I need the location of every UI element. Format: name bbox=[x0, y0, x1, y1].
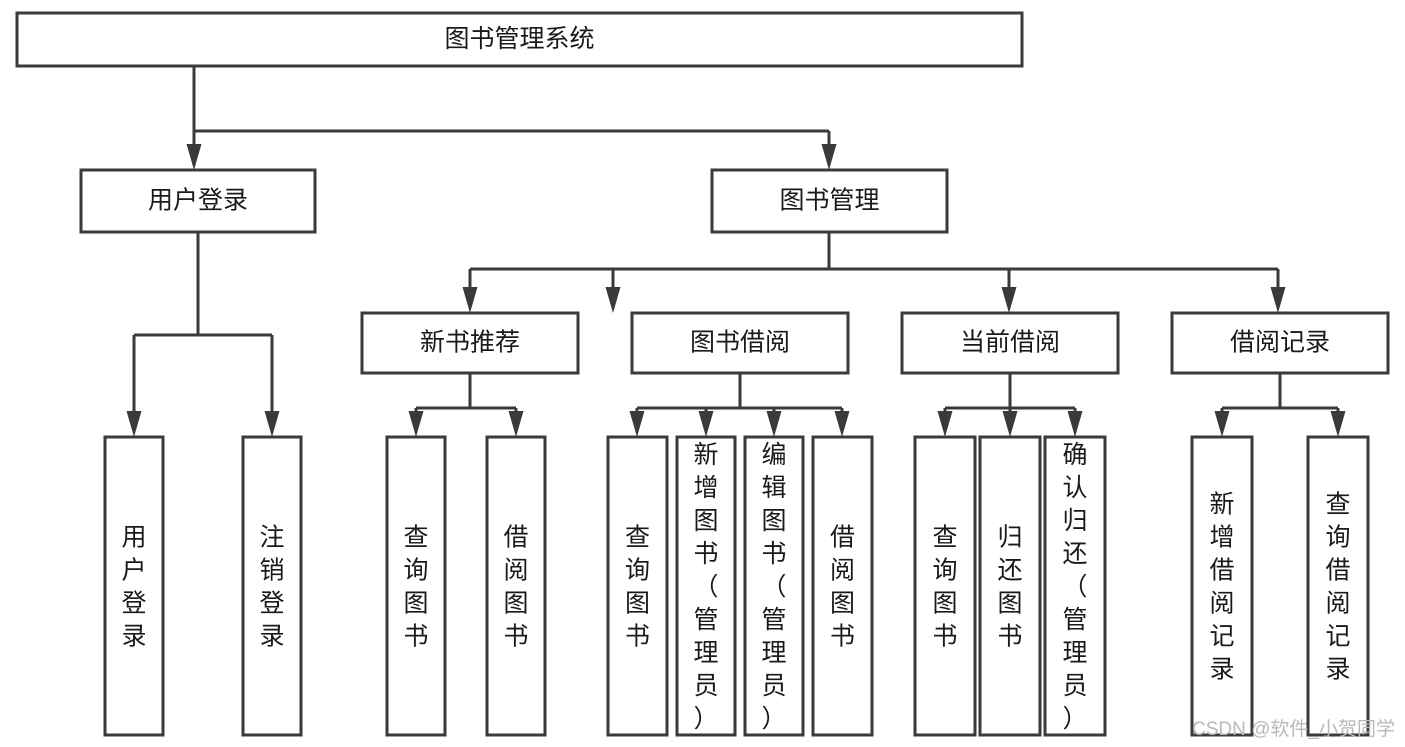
login-to-leaf-0-head bbox=[126, 411, 142, 437]
node-leaf-11-新增借阅记录-label: 新增借阅记录 bbox=[1209, 491, 1234, 684]
node-leaf-1-注销登录[interactable]: 注销登录 bbox=[241, 435, 303, 737]
root-to-level1-1-head bbox=[821, 144, 837, 170]
node-level2-1-图书借阅[interactable]: 图书借阅 bbox=[630, 311, 850, 375]
node-root-图书管理系统-label: 图书管理系统 bbox=[444, 25, 594, 53]
node-leaf-0-用户登录[interactable]: 用户登录 bbox=[103, 435, 165, 737]
node-leaf-9-归还图书-box[interactable] bbox=[978, 435, 1042, 737]
node-leaf-5-新增图书管理员-label: 新增图书（管理员） bbox=[693, 441, 718, 733]
group-0-to-leaf-1-head bbox=[508, 411, 524, 437]
node-leaf-5-新增图书管理员-box[interactable] bbox=[675, 435, 737, 737]
node-leaf-1-注销登录-label: 注销登录 bbox=[259, 524, 284, 651]
node-leaf-12-查询借阅记录[interactable]: 查询借阅记录 bbox=[1306, 435, 1370, 737]
node-level2-2-当前借阅-label: 当前借阅 bbox=[960, 329, 1060, 357]
node-level2-0-新书推荐-box[interactable] bbox=[360, 311, 580, 375]
node-level2-2-当前借阅-box[interactable] bbox=[900, 311, 1120, 375]
group-1-to-leaf-2-head bbox=[766, 411, 782, 437]
node-leaf-4-查询图书-label: 查询图书 bbox=[625, 524, 650, 651]
node-leaf-3-借阅图书-label: 借阅图书 bbox=[503, 524, 528, 651]
node-level1-1-图书管理-label: 图书管理 bbox=[779, 187, 879, 215]
group-1-to-leaf-0-head bbox=[629, 411, 645, 437]
node-leaf-5-新增图书管理员[interactable]: 新增图书（管理员） bbox=[675, 435, 737, 737]
node-level1-0-用户登录[interactable]: 用户登录 bbox=[79, 168, 317, 234]
connector-layer bbox=[126, 66, 1346, 437]
node-leaf-2-查询图书[interactable]: 查询图书 bbox=[385, 435, 447, 737]
node-root-图书管理系统-box[interactable] bbox=[15, 11, 1024, 68]
node-leaf-8-查询图书-box[interactable] bbox=[913, 435, 977, 737]
node-leaf-4-查询图书-box[interactable] bbox=[606, 435, 669, 737]
manage-to-level2-0-head bbox=[462, 287, 478, 313]
node-leaf-6-编辑图书管理员-box[interactable] bbox=[743, 435, 805, 737]
group-2-to-leaf-2-head bbox=[1067, 411, 1083, 437]
node-level2-1-图书借阅-label: 图书借阅 bbox=[690, 329, 790, 357]
node-leaf-11-新增借阅记录-box[interactable] bbox=[1190, 435, 1254, 737]
node-level1-0-用户登录-box[interactable] bbox=[79, 168, 317, 234]
node-leaf-6-编辑图书管理员[interactable]: 编辑图书（管理员） bbox=[743, 435, 805, 737]
node-leaf-7-借阅图书[interactable]: 借阅图书 bbox=[811, 435, 874, 737]
group-0-to-leaf-0-head bbox=[408, 411, 424, 437]
node-leaf-0-用户登录-label: 用户登录 bbox=[121, 524, 146, 651]
node-level2-3-借阅记录-box[interactable] bbox=[1170, 311, 1390, 375]
node-level1-0-用户登录-label: 用户登录 bbox=[148, 187, 248, 215]
node-leaf-8-查询图书[interactable]: 查询图书 bbox=[913, 435, 977, 737]
node-leaf-7-借阅图书-box[interactable] bbox=[811, 435, 874, 737]
node-leaf-0-用户登录-box[interactable] bbox=[103, 435, 165, 737]
node-leaf-7-借阅图书-label: 借阅图书 bbox=[830, 524, 855, 651]
node-level2-0-新书推荐[interactable]: 新书推荐 bbox=[360, 311, 580, 375]
group-1-to-leaf-1-head bbox=[698, 411, 714, 437]
node-level2-3-借阅记录-label: 借阅记录 bbox=[1230, 329, 1330, 357]
node-layer: 图书管理系统用户登录图书管理新书推荐图书借阅当前借阅借阅记录用户登录注销登录查询… bbox=[15, 11, 1390, 737]
group-1-to-leaf-3-head bbox=[834, 411, 850, 437]
node-leaf-10-确认归还管理员-box[interactable] bbox=[1043, 435, 1107, 737]
node-leaf-12-查询借阅记录-label: 查询借阅记录 bbox=[1325, 491, 1350, 684]
node-leaf-6-编辑图书管理员-label: 编辑图书（管理员） bbox=[761, 441, 786, 733]
node-leaf-8-查询图书-label: 查询图书 bbox=[932, 524, 957, 651]
group-3-to-leaf-1-head bbox=[1330, 411, 1346, 437]
group-2-to-leaf-0-head bbox=[937, 411, 953, 437]
node-leaf-2-查询图书-label: 查询图书 bbox=[403, 524, 428, 651]
node-root-图书管理系统[interactable]: 图书管理系统 bbox=[15, 11, 1024, 68]
root-to-level1-0-head bbox=[186, 144, 202, 170]
node-level2-3-借阅记录[interactable]: 借阅记录 bbox=[1170, 311, 1390, 375]
node-leaf-9-归还图书[interactable]: 归还图书 bbox=[978, 435, 1042, 737]
csdn-watermark: CSDN @软件_小贺同学 bbox=[1192, 719, 1395, 740]
node-leaf-2-查询图书-box[interactable] bbox=[385, 435, 447, 737]
node-level2-0-新书推荐-label: 新书推荐 bbox=[420, 329, 520, 357]
node-leaf-1-注销登录-box[interactable] bbox=[241, 435, 303, 737]
node-leaf-3-借阅图书[interactable]: 借阅图书 bbox=[485, 435, 547, 737]
node-level1-1-图书管理-box[interactable] bbox=[710, 168, 949, 234]
node-level1-1-图书管理[interactable]: 图书管理 bbox=[710, 168, 949, 234]
node-leaf-3-借阅图书-box[interactable] bbox=[485, 435, 547, 737]
manage-to-level2-3-head bbox=[1270, 287, 1286, 313]
manage-to-level2-1-head bbox=[605, 287, 621, 313]
group-3-to-leaf-0-head bbox=[1214, 411, 1230, 437]
node-leaf-4-查询图书[interactable]: 查询图书 bbox=[606, 435, 669, 737]
node-level2-2-当前借阅[interactable]: 当前借阅 bbox=[900, 311, 1120, 375]
login-to-leaf-1-head bbox=[264, 411, 280, 437]
node-leaf-11-新增借阅记录[interactable]: 新增借阅记录 bbox=[1190, 435, 1254, 737]
group-2-to-leaf-1-head bbox=[1002, 411, 1018, 437]
node-leaf-10-确认归还管理员-label: 确认归还（管理员） bbox=[1062, 441, 1087, 733]
node-leaf-12-查询借阅记录-box[interactable] bbox=[1306, 435, 1370, 737]
node-leaf-10-确认归还管理员[interactable]: 确认归还（管理员） bbox=[1043, 435, 1107, 737]
manage-to-level2-2-head bbox=[1001, 287, 1017, 313]
node-level2-1-图书借阅-box[interactable] bbox=[630, 311, 850, 375]
node-leaf-9-归还图书-label: 归还图书 bbox=[997, 524, 1022, 651]
